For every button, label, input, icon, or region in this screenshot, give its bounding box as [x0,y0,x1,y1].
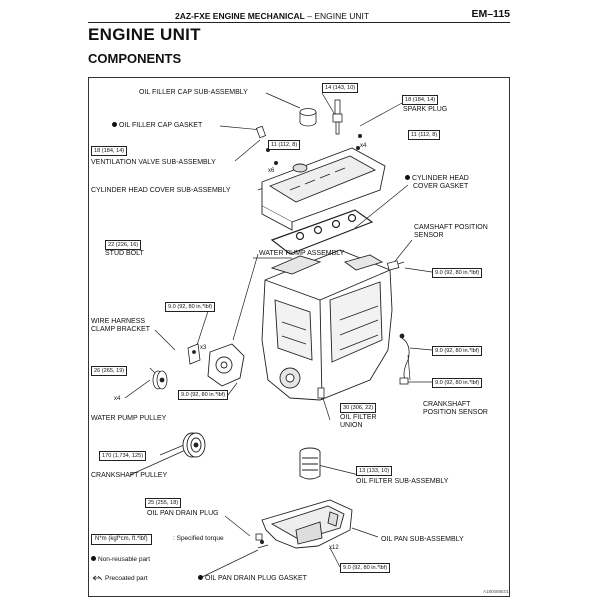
page-title: ENGINE UNIT [88,25,201,44]
torque-box-drain-plug: 25 (255, 18) [145,498,182,508]
label-crankshaft-pulley: CRANKSHAFT PULLEY [91,472,168,479]
torque-box-crankshaft-pulley: 170 (1,734, 125) [99,451,147,461]
label-water-pump-pulley: WATER PUMP PULLEY [91,415,167,422]
torque-box-stud-bolt: 22 (226, 16) [105,240,142,250]
label-whcb-line1: WIRE HARNESS [91,318,146,325]
label-whcb-line2: CLAMP BRACKET [91,326,150,333]
label-crps-line2: POSITION SENSOR [423,409,488,416]
label-chcg-line1: CYLINDER HEAD [412,175,469,182]
non-reusable-dot-icon [91,556,96,561]
torque-box-cover-1: 11 (112, 8) [268,140,301,150]
label-ventilation-valve: VENTILATION VALVE SUB-ASSEMBLY [91,159,216,166]
label-water-pump-assembly: WATER PUMP ASSEMBLY [259,250,345,257]
label-oil-filler-cap-gasket: OIL FILLER CAP GASKET [112,122,202,130]
label-oil-pan-drain-plug: OIL PAN DRAIN PLUG [147,510,219,517]
torque-box-oil-pan: 9.0 (92, 80 in.*lbf) [340,563,391,573]
label-oil-pan-drain-plug-gasket: OIL PAN DRAIN PLUG GASKET [198,575,307,583]
label-cps-line1: CAMSHAFT POSITION [414,224,488,231]
torque-box-oil-filter-union: 30 (306, 22) [340,403,377,413]
label-oil-filler-cap-gasket-text: OIL FILLER CAP GASKET [119,122,203,129]
header-separator: – [304,11,315,21]
non-reusable-dot-icon [198,575,203,580]
label-cylinder-head-cover: CYLINDER HEAD COVER SUB-ASSEMBLY [91,187,231,194]
torque-box-clamp-bracket: 9.0 (92, 80 in.*lbf) [165,302,216,312]
torque-box-crank-sensor-b: 9.0 (92, 80 in.*lbf) [432,378,483,388]
multiplier-pulley: x4 [114,396,121,402]
torque-box-ventilation-valve: 18 (184, 14) [91,146,128,156]
label-oil-filter: OIL FILTER SUB-ASSEMBLY [356,478,449,485]
label-cps-line2: SENSOR [414,232,444,239]
label-oil-filler-cap: OIL FILLER CAP SUB-ASSEMBLY [139,89,248,96]
page-subtitle: COMPONENTS [88,51,182,66]
label-oil-pan: OIL PAN SUB-ASSEMBLY [381,536,464,543]
torque-box-spark-plug: 18 (184, 14) [402,95,439,105]
diagram-frame [88,77,510,597]
multiplier-spark-plug: x4 [360,143,367,149]
header-model: 2AZ-FXE ENGINE MECHANICAL [175,11,305,21]
page-code: EM–115 [471,8,510,20]
torque-box-cover-2: 11 (112, 8) [408,130,441,140]
legend-non-reusable-text: Non-reusable part [98,556,151,563]
torque-box-camshaft-sensor: 9.0 (92, 80 in.*lbf) [432,268,483,278]
label-stud-bolt: STUD BOLT [105,250,144,257]
header-title: 2AZ-FXE ENGINE MECHANICAL – ENGINE UNIT [175,11,369,21]
header-section: ENGINE UNIT [314,11,370,21]
label-opdpg-text: OIL PAN DRAIN PLUG GASKET [205,575,307,582]
label-crps-line1: CRANKSHAFT [423,401,471,408]
non-reusable-dot-icon [405,175,410,180]
image-code: A180088E01 [483,589,510,594]
multiplier-cover: x6 [268,168,275,174]
torque-box-water-pump-pulley: 26 (265, 19) [91,366,128,376]
label-spark-plug: SPARK PLUG [403,106,448,113]
torque-box-crank-sensor-a: 9.0 (92, 80 in.*lbf) [432,346,483,356]
header-rule [88,22,510,23]
multiplier-oil-pan: x12 [329,545,339,551]
legend-specified-torque: : Specified torque [173,535,224,542]
label-chcg-line2: COVER GASKET [413,183,469,190]
legend-non-reusable: Non-reusable part [91,556,150,563]
legend-precoated: Precoated part [105,575,148,582]
multiplier-bracket: x3 [200,345,207,351]
legend-unit-box: N*m (kgf*cm, ft.*lbf) [91,534,152,545]
torque-box-oil-filter: 13 (133, 10) [356,466,393,476]
label-ofu-line1: OIL FILTER [340,414,377,421]
label-ofu-line2: UNION [340,422,363,429]
non-reusable-dot-icon [112,122,117,127]
torque-box-water-pump: 9.0 (92, 80 in.*lbf) [178,390,229,400]
torque-box-oil-filler-cap: 14 (143, 10) [322,83,359,93]
